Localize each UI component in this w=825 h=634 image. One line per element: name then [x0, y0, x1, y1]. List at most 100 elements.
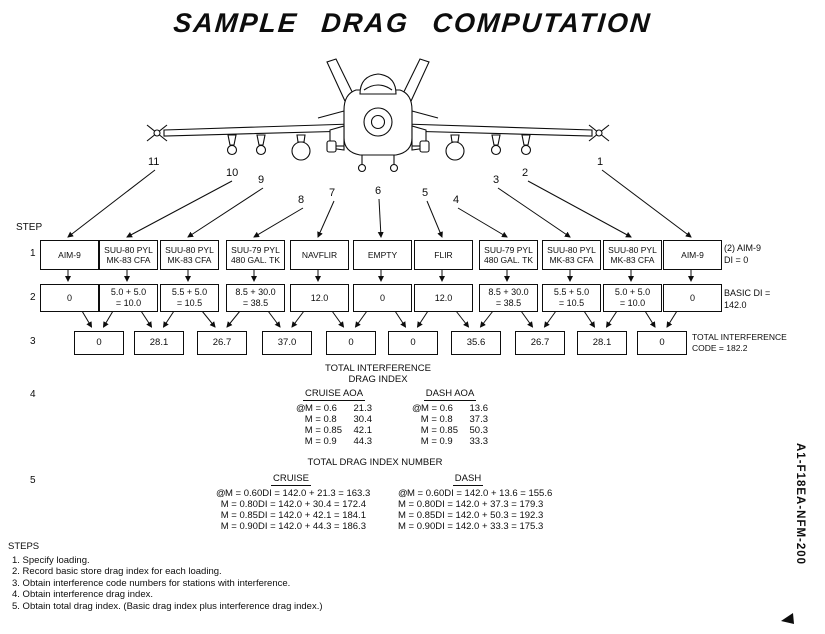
loadout-box-sta11: AIM-9 — [40, 240, 99, 270]
interference-box-5: 0 — [326, 331, 376, 355]
mach-label: M = 0.9 — [304, 436, 337, 447]
mach-label: M = 0.85 — [304, 425, 342, 436]
basic-di-value: 5.5 + 5.0 — [553, 287, 590, 298]
loadout-note-line2: DI = 0 — [724, 254, 749, 265]
basic-di-value: 12.0 — [434, 292, 453, 303]
step-column-label: STEP — [16, 222, 43, 233]
basic-di-value: 8.5 + 30.0 — [235, 287, 276, 298]
row1-row2-arrows — [65, 269, 694, 282]
basic-di-box-sta11: 0 — [40, 284, 99, 312]
step-number-4: 4 — [30, 389, 36, 400]
basic-di-box-sta7: 12.0 — [290, 284, 349, 312]
di-value: 44.3 — [353, 436, 373, 447]
at-sign: @ — [398, 488, 408, 499]
loadout-box-sta1: AIM-9 — [663, 240, 722, 270]
basic-di-box-sta6: 0 — [353, 284, 412, 312]
loadout-label: FLIR — [434, 249, 453, 260]
cruise-aoa-header: CRUISE AOA — [296, 388, 372, 401]
dash-header-label: DASH — [452, 473, 484, 486]
steps-item-2: 2. Record basic store drag index for eac… — [12, 566, 222, 577]
loadout-label-2: 480 GAL. TK — [484, 255, 533, 265]
step-number-2: 2 — [30, 292, 36, 303]
basic-di-box-sta1: 0 — [663, 284, 722, 312]
at-sign — [296, 425, 305, 436]
station-number-10: 10 — [226, 167, 239, 179]
station-number-1: 1 — [597, 156, 604, 168]
di-formula: DI = 142.0 + 42.1 = 184.1 — [257, 510, 366, 521]
interference-value: 0 — [659, 337, 665, 349]
loadout-label: SUU-80 PYL — [547, 244, 596, 255]
mach-label: M = 0.60 — [225, 488, 263, 499]
interference-value: 35.6 — [466, 337, 486, 349]
at-sign — [296, 436, 305, 447]
basic-di-value-2: = 10.5 — [176, 298, 203, 308]
loadout-label-2: 480 GAL. TK — [231, 255, 280, 265]
steps-item-5: 5. Obtain total drag index. (Basic drag … — [12, 600, 323, 612]
station-number-2: 2 — [522, 167, 529, 179]
loadout-label: SUU-80 PYL — [165, 244, 214, 255]
interference-box-6: 0 — [388, 331, 438, 355]
interference-heading-line2: DRAG INDEX — [348, 374, 408, 385]
basic-di-note-line2: 142.0 — [724, 299, 747, 310]
station-number-3: 3 — [493, 174, 500, 186]
mach-label: M = 0.90 — [398, 521, 436, 532]
at-sign — [296, 414, 305, 425]
mach-label: M = 0.60 — [407, 488, 445, 499]
di-formula: DI = 142.0 + 50.3 = 192.3 — [435, 510, 544, 521]
basic-di-value-2: = 10.0 — [115, 298, 142, 308]
steps-item-4: 4. Obtain interference drag index. — [12, 589, 154, 600]
at-sign: @ — [412, 403, 422, 414]
mach-label: M = 0.85 — [220, 510, 258, 521]
di-value: 33.3 — [469, 436, 489, 447]
loadout-label: SUU-80 PYL — [608, 244, 657, 255]
basic-di-value: 0 — [66, 292, 72, 303]
cruise-header-label: CRUISE — [271, 473, 311, 486]
interference-value: 37.0 — [277, 337, 297, 349]
interference-heading-line1: TOTAL INTERFERENCE — [325, 363, 431, 374]
di-value: 42.1 — [353, 425, 373, 436]
loadout-label: SUU-79 PYL — [231, 244, 280, 255]
interference-value: 26.7 — [212, 337, 232, 349]
mach-label: M = 0.9 — [420, 436, 453, 447]
step-number-1: 1 — [30, 248, 36, 259]
loadout-label-2: MK-83 CFA — [610, 255, 655, 265]
mach-label: M = 0.6 — [421, 403, 453, 414]
basic-di-box-sta2: 5.0 + 5.0= 10.0 — [603, 284, 662, 312]
station-number-4: 4 — [453, 194, 460, 206]
station-number-6: 6 — [375, 185, 382, 197]
loadout-note-line1: (2) AIM-9 — [724, 243, 762, 253]
table-row: M = 0.85 42.1 — [296, 425, 372, 436]
interference-value: 0 — [410, 337, 416, 349]
station-number-8: 8 — [298, 194, 305, 206]
loadout-label: AIM-9 — [681, 249, 704, 260]
dash-aoa-header-label: DASH AOA — [423, 388, 477, 401]
table-row: M = 0.9 33.3 — [412, 436, 488, 447]
steps-legend: STEPS 1. Specify loading. 2. Record basi… — [8, 541, 323, 612]
interference-note-line1: TOTAL INTERFERENCE — [692, 332, 787, 342]
basic-di-note-line1: BASIC DI = — [724, 288, 771, 298]
di-value: 50.3 — [469, 425, 489, 436]
basic-di-value-2: = 38.5 — [495, 298, 522, 308]
loadout-label: EMPTY — [367, 249, 398, 260]
interference-box-7: 35.6 — [451, 331, 501, 355]
loadout-box-sta6: EMPTY — [353, 240, 412, 270]
steps-heading: STEPS — [8, 541, 40, 552]
loadout-box-sta7: NAVFLIR — [290, 240, 349, 270]
station-number-5: 5 — [422, 187, 429, 199]
mach-label: M = 0.80 — [398, 499, 436, 510]
mach-label: M = 0.85 — [398, 510, 436, 521]
